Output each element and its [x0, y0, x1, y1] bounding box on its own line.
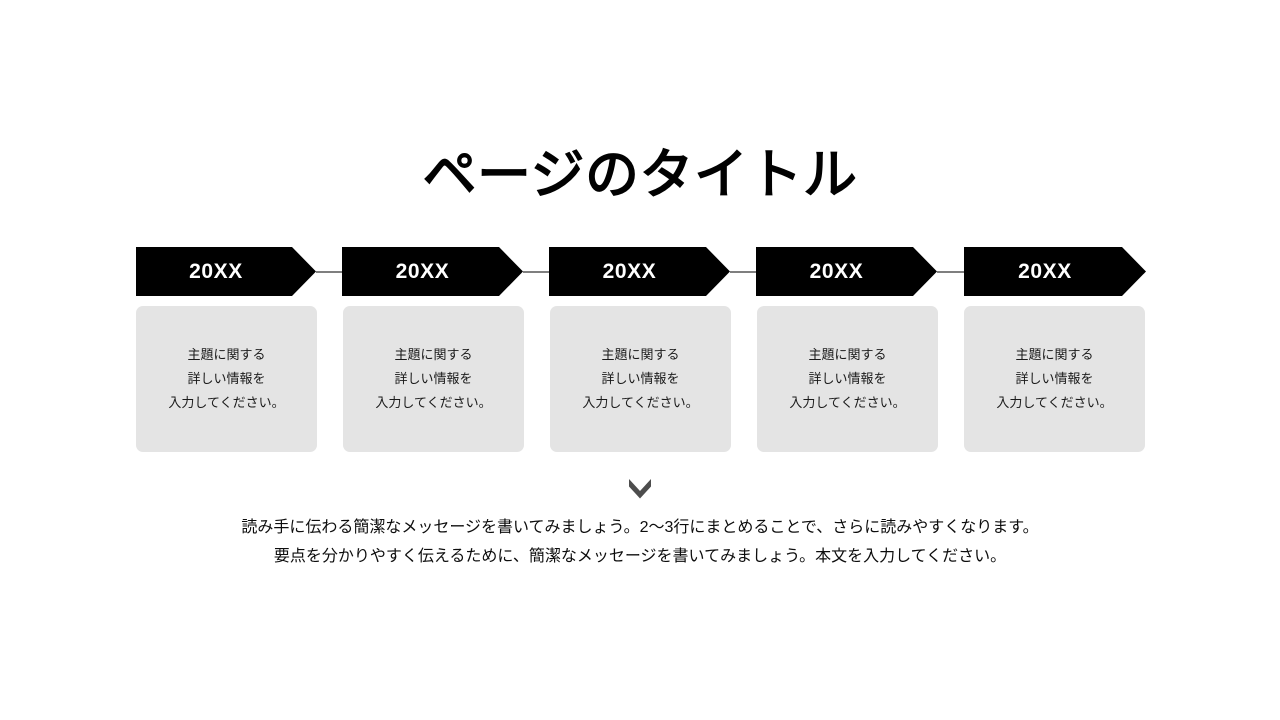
- description-card-text: 主題に関する 詳しい情報を 入力してください。: [996, 347, 1113, 410]
- timeline-connector-2: [523, 271, 549, 273]
- timeline-banner-label: 20XX: [809, 260, 864, 283]
- footer-paragraph: 読み手に伝わる簡潔なメッセージを書いてみましょう。2〜3行にまとめることで、さら…: [0, 513, 1280, 571]
- timeline-banner-5[interactable]: 20XX: [964, 247, 1146, 296]
- chevron-shape: 20XX: [756, 247, 937, 296]
- description-card-3[interactable]: 主題に関する 詳しい情報を 入力してください。: [550, 306, 731, 452]
- chevron-shape: 20XX: [964, 247, 1146, 296]
- description-card-1[interactable]: 主題に関する 詳しい情報を 入力してください。: [136, 306, 317, 452]
- timeline-banners: 20XX 20XX 20XX 20XX 20XX: [136, 247, 1146, 296]
- description-cards: 主題に関する 詳しい情報を 入力してください。 主題に関する 詳しい情報を 入力…: [136, 306, 1148, 452]
- chevron-down-icon: [628, 477, 652, 499]
- chevron-shape: 20XX: [136, 247, 316, 296]
- chevron-shape: 20XX: [342, 247, 523, 296]
- description-card-text: 主題に関する 詳しい情報を 入力してください。: [582, 347, 699, 410]
- description-card-text: 主題に関する 詳しい情報を 入力してください。: [168, 347, 285, 410]
- timeline-banner-4[interactable]: 20XX: [756, 247, 937, 296]
- timeline-banner-label: 20XX: [1018, 260, 1072, 283]
- timeline-connector-1: [316, 271, 342, 273]
- description-card-2[interactable]: 主題に関する 詳しい情報を 入力してください。: [343, 306, 524, 452]
- description-card-5[interactable]: 主題に関する 詳しい情報を 入力してください。: [964, 306, 1145, 452]
- footer-line-1: 読み手に伝わる簡潔なメッセージを書いてみましょう。2〜3行にまとめることで、さら…: [241, 519, 1039, 536]
- timeline-connector-4: [937, 271, 964, 273]
- description-card-text: 主題に関する 詳しい情報を 入力してください。: [375, 347, 492, 410]
- timeline-banner-3[interactable]: 20XX: [549, 247, 730, 296]
- description-card-text: 主題に関する 詳しい情報を 入力してください。: [789, 347, 906, 410]
- chevron-shape: 20XX: [549, 247, 730, 296]
- timeline-banner-1[interactable]: 20XX: [136, 247, 316, 296]
- timeline-banner-label: 20XX: [189, 260, 243, 283]
- timeline-banner-2[interactable]: 20XX: [342, 247, 523, 296]
- timeline-banner-label: 20XX: [395, 260, 450, 283]
- timeline-connector-3: [730, 271, 756, 273]
- timeline-banner-label: 20XX: [602, 260, 657, 283]
- page-title: ページのタイトル: [422, 145, 858, 205]
- description-card-4[interactable]: 主題に関する 詳しい情報を 入力してください。: [757, 306, 938, 452]
- footer-line-2: 要点を分かりやすく伝えるために、簡潔なメッセージを書いてみましょう。本文を入力し…: [273, 548, 1007, 565]
